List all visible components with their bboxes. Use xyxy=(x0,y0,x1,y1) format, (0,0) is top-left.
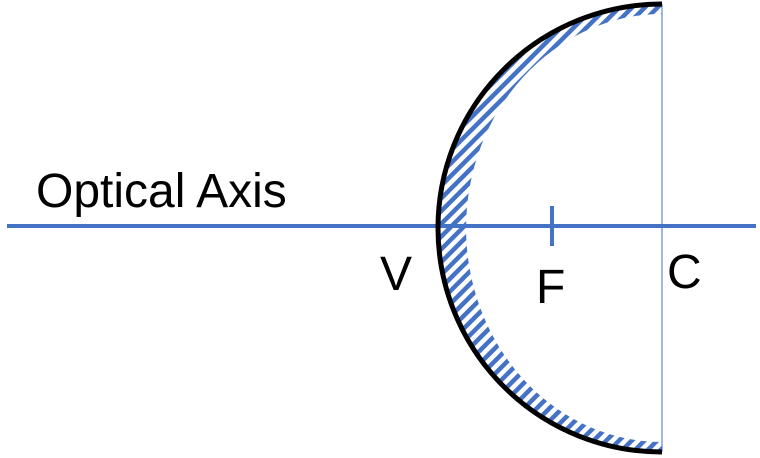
mirror-outline xyxy=(435,1,663,455)
optical-axis-label: Optical Axis xyxy=(36,165,287,218)
mirror-hatched-body xyxy=(438,4,662,452)
center-label: C xyxy=(667,246,702,299)
vertex-label: V xyxy=(380,248,412,301)
focus-label: F xyxy=(536,261,565,314)
